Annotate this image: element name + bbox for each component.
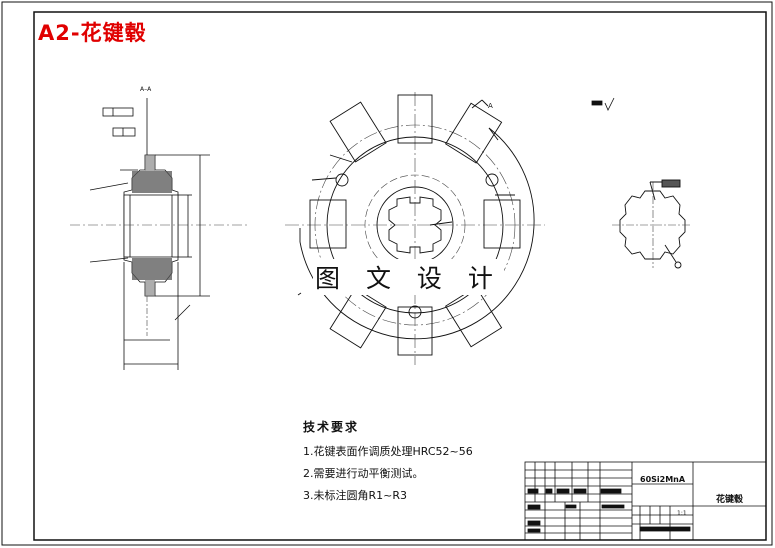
scale-label: 1:1 (677, 510, 687, 517)
front-view (285, 92, 545, 365)
watermark: 图 文 设 计 (313, 259, 504, 295)
part-name: 花键毂 (716, 495, 744, 505)
roughness-symbol (591, 97, 615, 111)
spline-bore (388, 196, 442, 254)
section-view (70, 98, 250, 370)
view-label-a: A (488, 102, 493, 110)
title-block (524, 461, 767, 541)
spline-detail-view (612, 179, 692, 269)
tooth-right (483, 199, 521, 249)
bolt-hole-1 (335, 173, 349, 187)
tech-requirements: 技术要求 1.花键表面作调质处理HRC52~56 2.需要进行动平衡测试。 3.… (303, 418, 473, 509)
tooth-top (397, 94, 433, 144)
tech-requirement-3: 3.未标注圆角R1~R3 (303, 489, 407, 502)
gdt-frame-2 (112, 127, 136, 137)
inner-frame (33, 11, 767, 541)
tooth-left (309, 199, 347, 249)
tooth-bottom (397, 306, 433, 356)
tech-requirement-1: 1.花键表面作调质处理HRC52~56 (303, 445, 473, 458)
gdt-frame-1 (102, 107, 134, 117)
section-label: A–A (140, 86, 152, 93)
bolt-hole-2 (485, 173, 499, 187)
outer-ring (299, 127, 535, 340)
drawing-title: A2-花键毂 (38, 21, 147, 45)
bolt-hole-3 (408, 305, 422, 319)
material-label: 60Si2MnA (640, 475, 686, 484)
tech-requirement-2: 2.需要进行动平衡测试。 (303, 467, 424, 480)
tech-requirements-heading: 技术要求 (303, 420, 360, 434)
